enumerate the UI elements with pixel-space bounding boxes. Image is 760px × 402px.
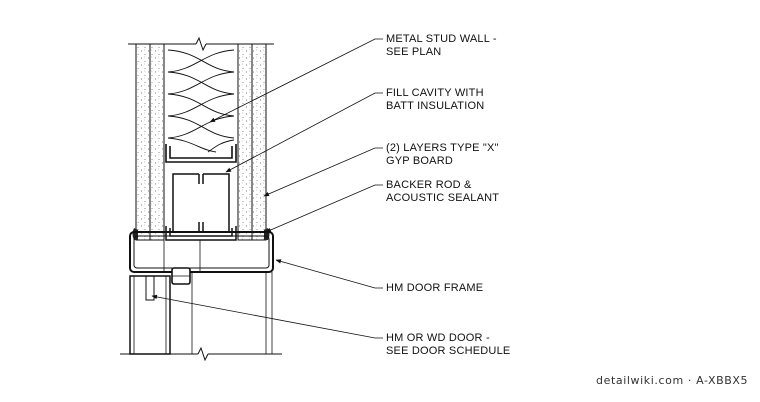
callout-gyp-board: (2) LAYERS TYPE "X" GYP BOARD	[386, 142, 499, 168]
callout-metal-stud-wall-line-2: SEE PLAN	[386, 46, 442, 58]
frame-anchor-stud	[165, 173, 237, 241]
metal-stud-track	[165, 144, 237, 163]
callout-batt-insulation-line-2: BATT INSULATION	[386, 100, 485, 112]
leader-door	[151, 294, 383, 339]
leader-batt-insulation	[225, 92, 383, 173]
callout-batt-insulation-line-1: FILL CAVITY WITH	[386, 87, 484, 99]
callout-door-line-1: HM OR WD DOOR -	[386, 332, 490, 344]
wall-break-line-top	[128, 36, 274, 52]
callout-door: HM OR WD DOOR - SEE DOOR SCHEDULE	[386, 332, 510, 358]
callout-batt-insulation: FILL CAVITY WITH BATT INSULATION	[386, 87, 484, 113]
door-leaf	[129, 272, 273, 355]
callout-gyp-board-line-1: (2) LAYERS TYPE "X"	[386, 142, 499, 154]
callout-metal-stud-wall-line-1: METAL STUD WALL -	[386, 33, 497, 45]
leader-lines	[151, 38, 383, 339]
hm-door-frame-head	[129, 231, 274, 285]
callout-backer-rod-line-1: BACKER ROD &	[386, 179, 472, 191]
leader-hm-door-frame	[275, 259, 383, 289]
leader-backer-rod	[265, 184, 383, 233]
callout-door-line-2: SEE DOOR SCHEDULE	[386, 345, 511, 357]
leader-gyp-board	[263, 147, 383, 197]
gyp-board-layers	[135, 43, 267, 241]
callout-hm-door-frame-line-1: HM DOOR FRAME	[386, 282, 484, 294]
batt-insulation	[163, 44, 239, 160]
callout-hm-door-frame: HM DOOR FRAME	[386, 282, 483, 295]
callout-gyp-board-line-2: GYP BOARD	[386, 155, 454, 167]
watermark: detailwiki.com · A-XBBX5	[596, 374, 749, 387]
leader-metal-stud-wall	[209, 38, 383, 123]
callout-backer-rod: BACKER ROD & ACOUSTIC SEALANT	[386, 179, 499, 205]
callout-metal-stud-wall: METAL STUD WALL - SEE PLAN	[386, 33, 497, 59]
callout-backer-rod-line-2: ACOUSTIC SEALANT	[386, 192, 500, 204]
wall-break-line-bottom	[120, 346, 282, 362]
